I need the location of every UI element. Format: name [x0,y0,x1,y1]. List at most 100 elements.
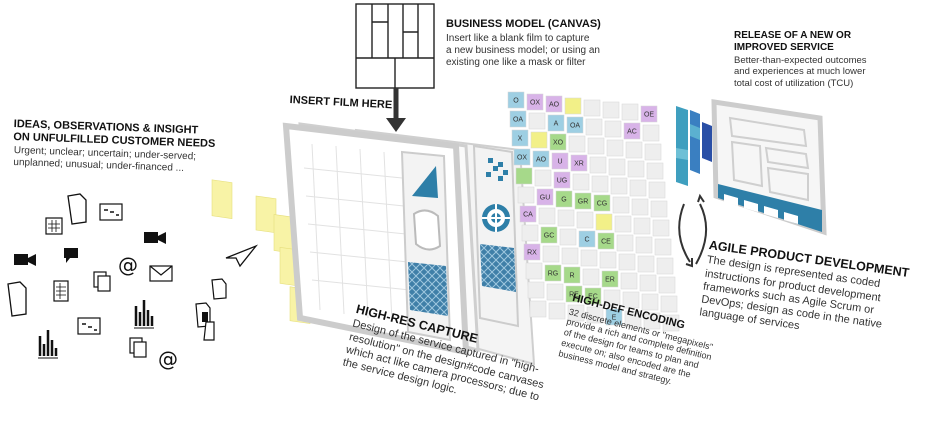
grid-cell-label: CA [523,212,533,219]
grid-cell [662,314,680,332]
grid-cell [551,152,569,170]
grid-cell-label: GR [578,199,589,206]
grid-cell [589,156,607,174]
release-body-line: total cost of utilization (TCU) [734,77,854,89]
grid-cell [509,110,527,128]
grid-cell-label: EC [588,294,598,301]
release-service-panel [711,99,827,236]
document-icon [67,193,87,225]
grid-cell-label: GC [544,233,555,240]
grid-cell [586,306,604,324]
grid-cell [610,177,628,195]
grid-cell-label: XO [553,140,564,147]
grid-cell-label: AO [549,102,560,109]
grid-cell [601,270,619,288]
grid-cell [629,179,647,197]
grid-cell [576,211,594,229]
at-sign-icon: @ [158,347,178,371]
grid-cell [602,101,620,119]
grid-cell [540,226,558,244]
svg-text:@: @ [158,347,178,371]
cycle-arrows-icon [678,193,708,268]
grid-cell [624,310,642,328]
grid-cell [547,114,565,132]
calendar-icon [45,217,63,235]
grid-cell [553,171,571,189]
grid-cell [557,209,575,227]
grid-cell [587,137,605,155]
pixel-pattern-icon [486,158,508,181]
at-sign-icon: @ [118,253,138,277]
grid-cell [618,253,636,271]
lens-shape-icon [412,166,438,198]
document-icon [195,302,215,341]
grid-cell [604,120,622,138]
grid-cell [570,154,588,172]
grid-cell [640,105,658,123]
grid-cell [565,285,583,303]
grid-cell [521,224,539,242]
grid-cell [605,308,623,326]
release-body-line: and experiences at much lower [734,66,866,78]
grid-cell-label: U [557,159,562,166]
grid-cell [536,188,554,206]
grid-cell-label: GU [540,195,551,202]
flowchart-icon [99,203,123,221]
grid-cell [566,116,584,134]
grid-cell-label: AO [536,157,547,164]
photos-icon [129,337,147,358]
grid-cell [545,95,563,113]
video-camera-icon [14,254,36,266]
grid-cell [642,124,660,142]
grid-cell [538,207,556,225]
grid-cell [644,143,662,161]
document-icon [7,281,27,317]
bar-chart-icon [38,330,58,359]
grid-cell [529,300,547,318]
grid-cell [582,268,600,286]
grid-cell [568,135,586,153]
grid-cell [597,232,615,250]
grid-cell-label: O [513,98,519,105]
grid-cell [591,175,609,193]
grid-cell [534,169,552,187]
grid-cell [519,205,537,223]
business-model-body-line: a new business model; or using an [446,44,600,56]
grid-cell [544,264,562,282]
grid-cell [542,245,560,263]
grid-cell-label: RX [527,250,537,257]
grid-cell-label: X [518,136,523,143]
grid-cell [639,274,657,292]
svg-text:@: @ [118,253,138,277]
grid-cell [528,112,546,130]
grid-cell [546,283,564,301]
grid-cell [580,249,598,267]
grid-cell [525,262,543,280]
grid-cell-label: R [569,273,574,280]
grid-cell [648,181,666,199]
grid-cell-label: OX [517,155,527,162]
document-icon [211,278,227,300]
grid-cell-label: RE [569,292,579,299]
calendar-icon [53,280,69,302]
release-body-line: Better-than-expected outcomes [734,55,867,66]
grid-cell-label: AC [627,129,637,136]
grid-cell [633,217,651,235]
release-title-line: RELEASE OF A NEW OR [734,30,852,41]
grid-cell-label: C [584,237,589,244]
grid-cell [643,312,661,330]
grid-cell [635,236,653,254]
grid-cell-label: OX [530,100,540,107]
grid-cell [599,251,617,269]
video-camera-icon [144,232,166,244]
business-model-title: BUSINESS MODEL (CANVAS) [446,18,601,30]
grid-cell [559,228,577,246]
grid-cell [593,194,611,212]
grid-cell [561,247,579,265]
grid-cell [637,255,655,273]
grid-cell [527,281,545,299]
grid-cell-label: CE [601,239,611,246]
grid-cell [616,234,634,252]
business-model-body-line: existing one like a mask or filter [446,56,586,68]
